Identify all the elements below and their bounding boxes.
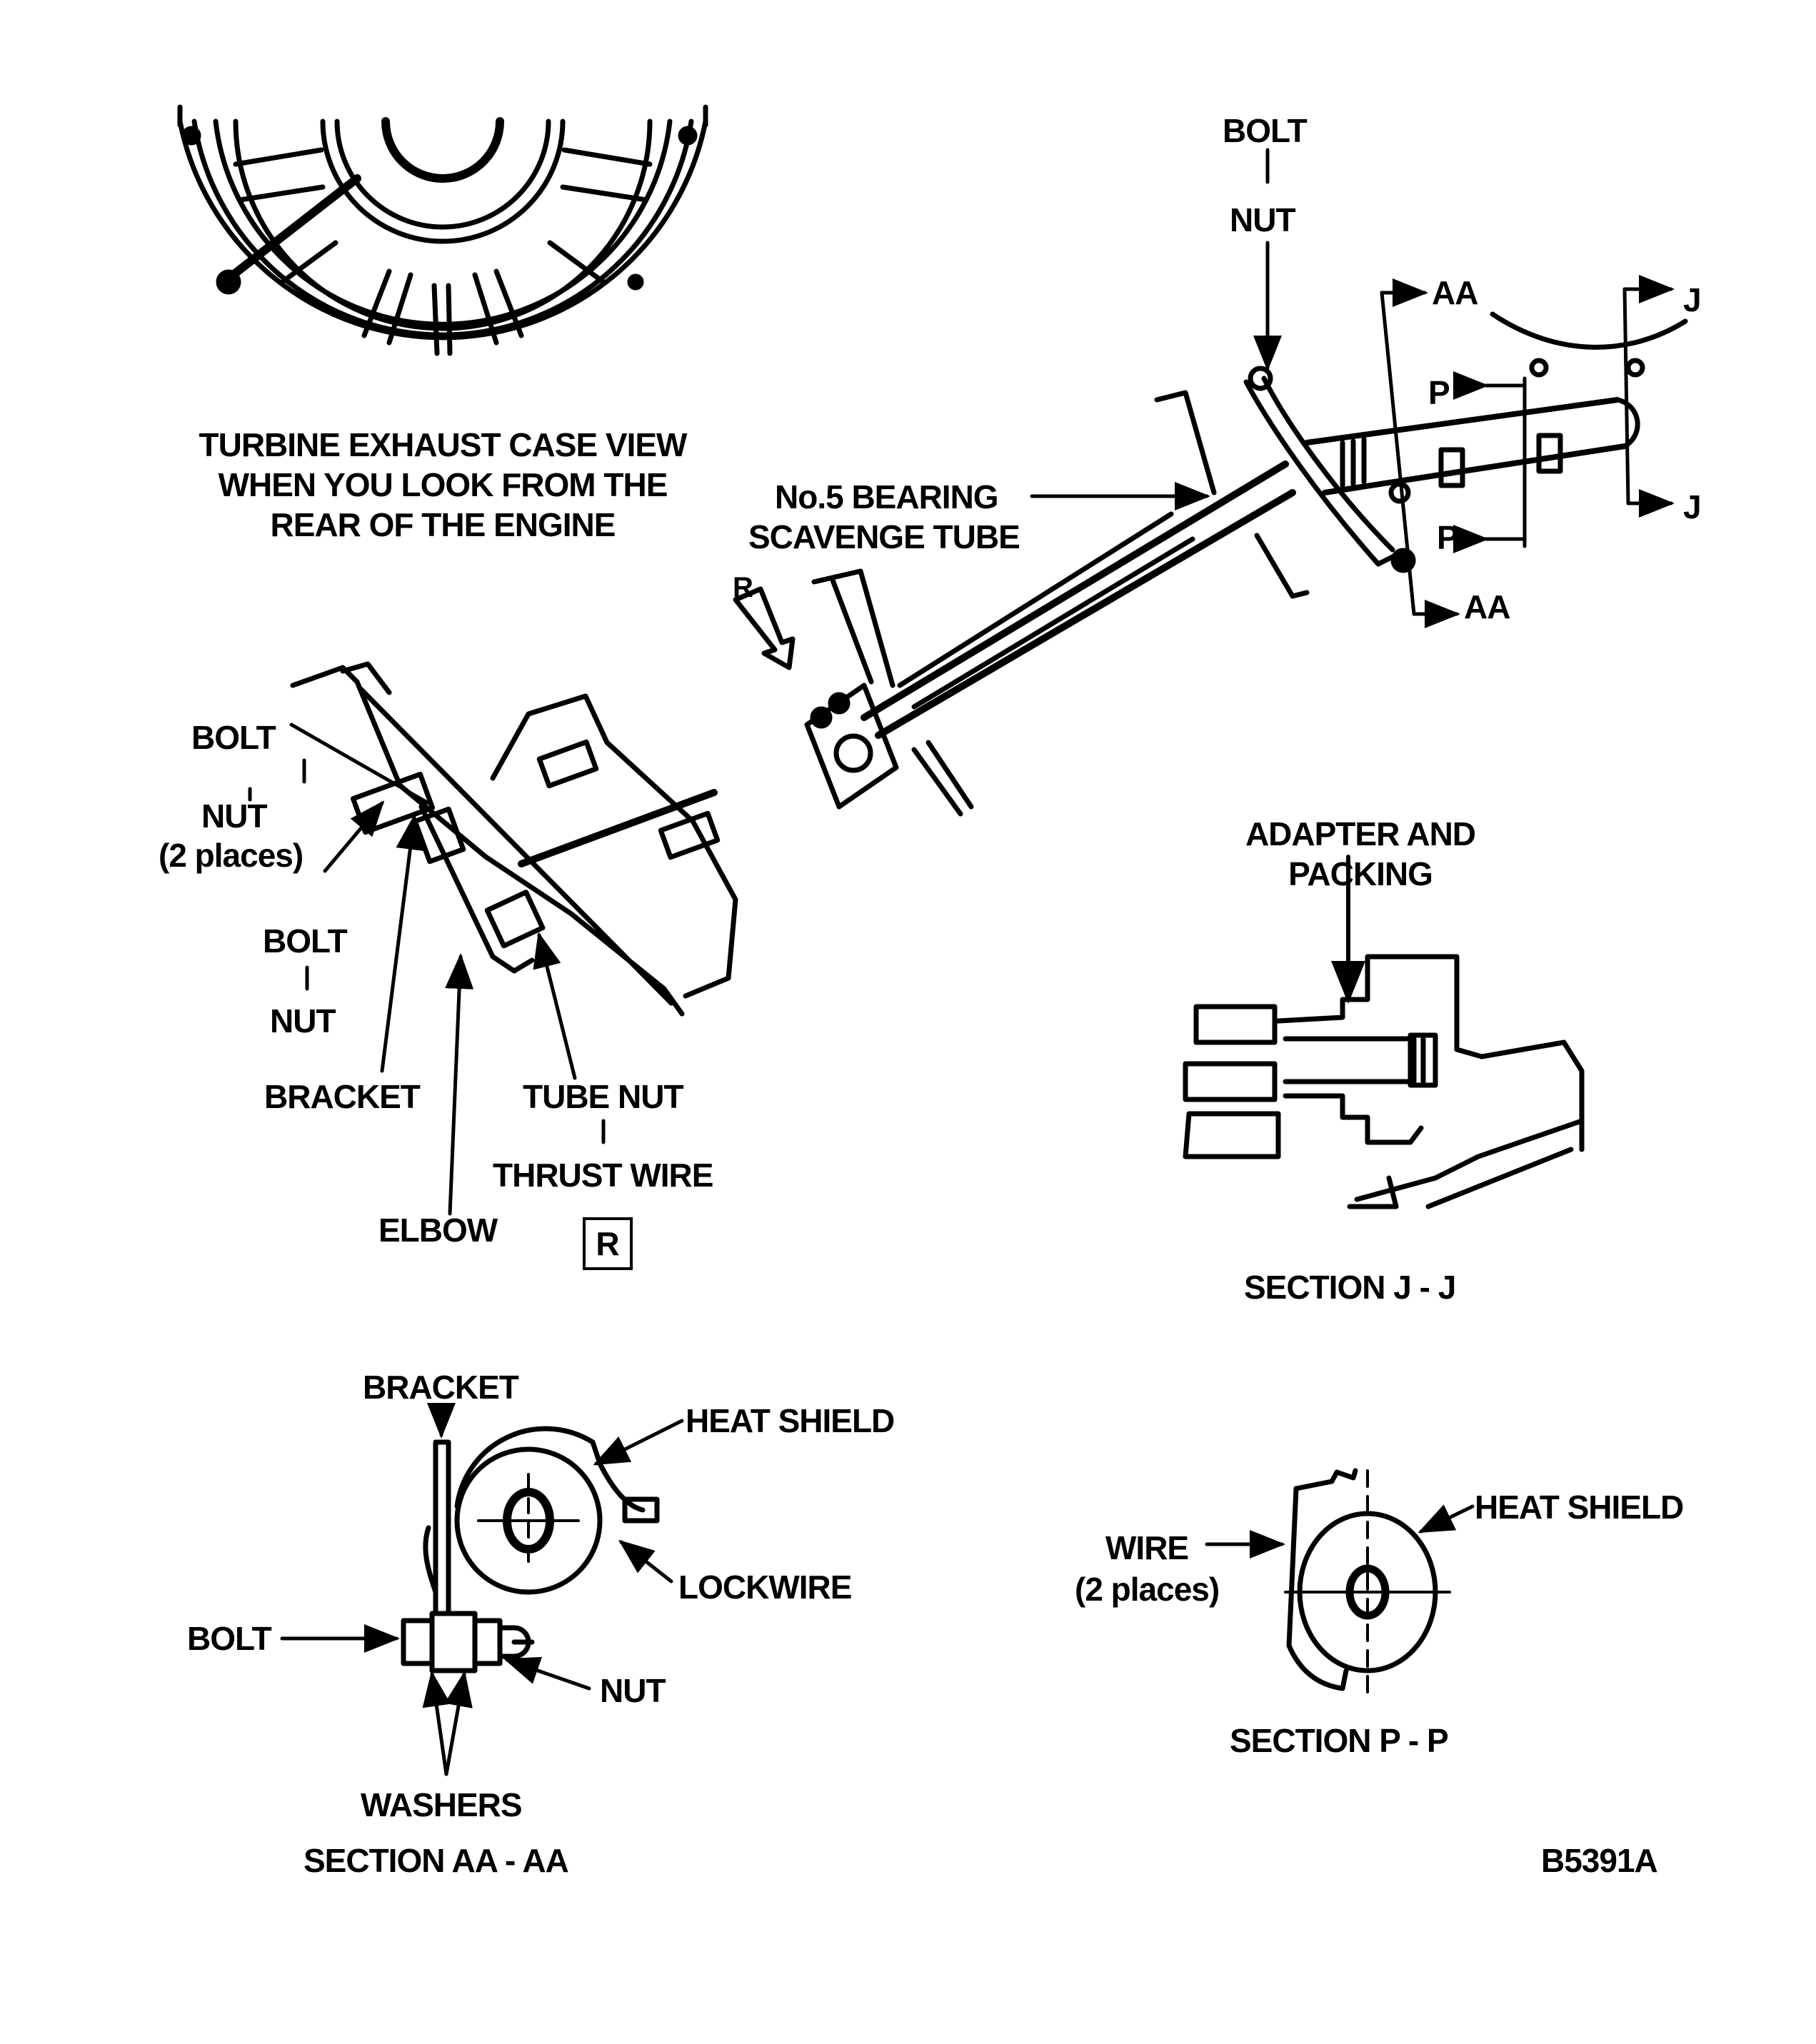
caption-line-1: TURBINE EXHAUST CASE VIEW bbox=[199, 426, 688, 463]
section-mark-aa-top: AA bbox=[1432, 274, 1478, 311]
detail-nut-label-2: NUT bbox=[270, 1002, 336, 1039]
adapter-packing-label-line-1: ADAPTER AND bbox=[1245, 815, 1476, 852]
view-r-box: R bbox=[583, 1217, 633, 1270]
pp-2places-label: (2 places) bbox=[1075, 1571, 1220, 1608]
turbine-case-caption: TURBINE EXHAUST CASE VIEW WHEN YOU LOOK … bbox=[171, 425, 714, 545]
detail-thrust-wire-label: THRUST WIRE bbox=[493, 1157, 713, 1194]
section-aa-caption: SECTION AA - AA bbox=[303, 1842, 569, 1879]
section-pp-leaders bbox=[1205, 1504, 1475, 1559]
turbine-exhaust-case-drawing bbox=[177, 104, 708, 356]
detail-nut-label-1: NUT bbox=[201, 797, 268, 835]
main-nut-label: NUT bbox=[1230, 201, 1296, 238]
main-view-leaders bbox=[1030, 148, 1282, 510]
section-pp-drawing bbox=[1284, 1468, 1451, 1697]
section-jj-caption: SECTION J - J bbox=[1244, 1269, 1456, 1306]
caption-line-3: REAR OF THE ENGINE bbox=[270, 506, 616, 543]
detail-tube-nut-label: TUBE NUT bbox=[523, 1078, 684, 1115]
aa-bolt-label: BOLT bbox=[187, 1620, 272, 1657]
scavenge-tube-drawing bbox=[733, 311, 1688, 817]
detail-bolt-label-1: BOLT bbox=[191, 719, 276, 756]
aa-bracket-label: BRACKET bbox=[363, 1369, 519, 1406]
scavenge-tube-label-line-2: SCAVENGE TUBE bbox=[748, 518, 1020, 555]
section-mark-p-top: P bbox=[1428, 374, 1450, 411]
aa-lockwire-label: LOCKWIRE bbox=[678, 1569, 852, 1606]
aa-nut-label: NUT bbox=[600, 1672, 666, 1709]
pp-wire-label: WIRE bbox=[1105, 1529, 1189, 1566]
pp-heat-shield-label: HEAT SHIELD bbox=[1475, 1489, 1684, 1526]
main-bolt-label: BOLT bbox=[1223, 112, 1308, 149]
section-aa-leaders bbox=[280, 1403, 684, 1776]
aa-washers-label: WASHERS bbox=[361, 1786, 523, 1823]
section-lines bbox=[1380, 275, 1675, 628]
section-mark-aa-bottom: AA bbox=[1464, 588, 1510, 625]
detail-bolt-label-2: BOLT bbox=[263, 922, 348, 960]
section-aa-drawing bbox=[401, 1426, 660, 1673]
detail-elbow-label: ELBOW bbox=[378, 1212, 498, 1249]
detail-2places-label: (2 places) bbox=[159, 837, 303, 874]
section-mark-j-top: J bbox=[1683, 281, 1702, 318]
adapter-packing-label-line-2: PACKING bbox=[1288, 855, 1433, 892]
view-r-marker: R bbox=[733, 572, 753, 603]
section-jj-drawing bbox=[1183, 855, 1585, 1209]
scavenge-tube-label-line-1: No.5 BEARING bbox=[775, 478, 999, 515]
detail-r-leaders bbox=[248, 723, 606, 1216]
section-pp-caption: SECTION P - P bbox=[1230, 1722, 1449, 1759]
detail-r-drawing bbox=[290, 661, 738, 1017]
figure-id: B5391A bbox=[1541, 1842, 1658, 1879]
detail-bracket-label: BRACKET bbox=[264, 1078, 421, 1115]
caption-line-2: WHEN YOU LOOK FROM THE bbox=[218, 466, 668, 503]
section-mark-p-bottom: P bbox=[1437, 519, 1459, 556]
section-mark-j-bottom: J bbox=[1683, 488, 1702, 525]
aa-heat-shield-label: HEAT SHIELD bbox=[686, 1402, 895, 1439]
